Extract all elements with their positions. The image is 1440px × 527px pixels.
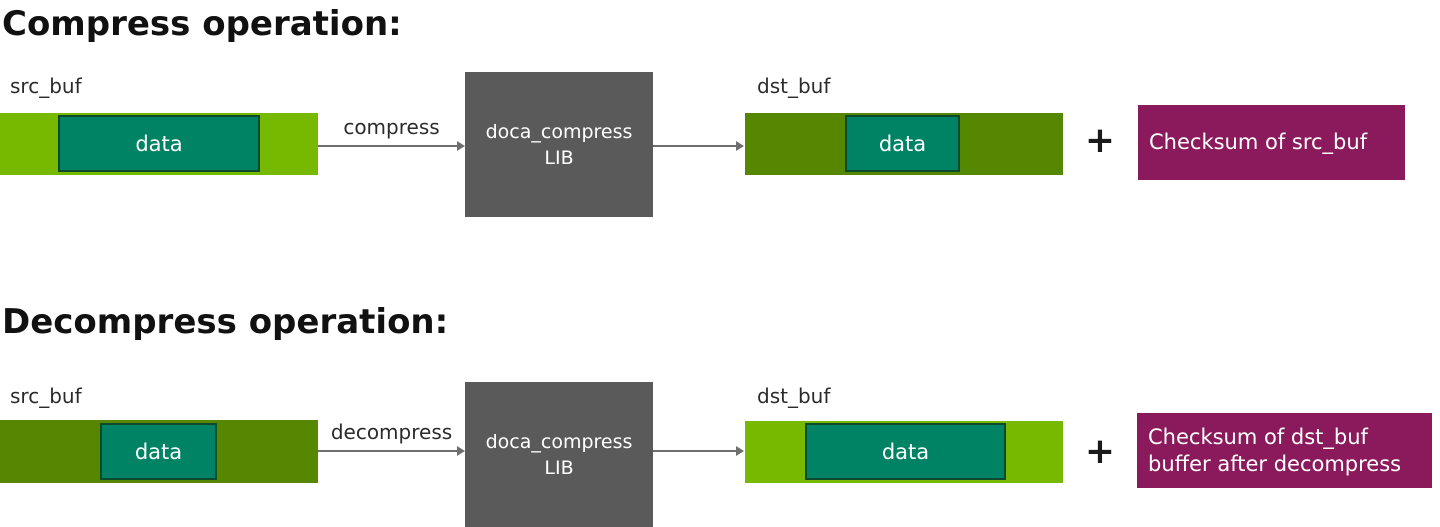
compress-dst-data-label: data: [878, 131, 927, 156]
checksum-text: Checksum of src_buf: [1149, 130, 1368, 154]
compress-src-data-box: data: [58, 115, 260, 172]
arrow-head-icon: [736, 446, 744, 456]
compress-plus-sign: +: [1084, 120, 1116, 161]
checksum-text-line2: buffer after decompress: [1148, 451, 1402, 476]
compress-src-buffer: data: [0, 113, 318, 175]
decompress-dst-buf-label: dst_buf: [757, 384, 831, 408]
compress-dst-buffer: data: [745, 113, 1063, 175]
lib-box-line1: doca_compress: [485, 430, 633, 453]
lib-box-line1: doca_compress: [485, 120, 633, 143]
decompress-lib-box: doca_compress LIB: [465, 382, 653, 527]
compress-lib-box: doca_compress LIB: [465, 72, 653, 217]
decompress-dst-data-label: data: [881, 439, 930, 464]
decompress-src-buf-label: src_buf: [10, 384, 82, 408]
decompress-src-data-box: data: [100, 423, 217, 480]
compress-dst-data-box: data: [845, 115, 960, 172]
decompress-src-buffer: data: [0, 420, 318, 483]
compress-output-arrow: [653, 140, 744, 152]
arrow-line: [318, 145, 459, 147]
lib-box-line2: LIB: [544, 146, 574, 169]
compress-checksum-box: Checksum of src_buf: [1138, 105, 1405, 180]
decompress-dst-data-box: data: [805, 423, 1006, 480]
compress-operation-label: compress: [343, 115, 440, 139]
arrow-head-icon: [736, 141, 744, 151]
decompress-src-data-label: data: [134, 439, 183, 464]
compress-src-buf-label: src_buf: [10, 74, 82, 98]
arrow-head-icon: [457, 141, 465, 151]
arrow-line: [318, 450, 459, 452]
arrow-line: [653, 450, 738, 452]
compress-section-title: Compress operation:: [2, 4, 402, 44]
decompress-operation-label: decompress: [330, 420, 453, 444]
decompress-plus-sign: +: [1084, 431, 1116, 472]
arrow-line: [653, 145, 738, 147]
decompress-section-title: Decompress operation:: [2, 302, 449, 342]
compress-input-arrow: [318, 140, 465, 152]
decompress-input-arrow: [318, 445, 465, 457]
lib-box-line2: LIB: [544, 456, 574, 479]
arrow-head-icon: [457, 446, 465, 456]
checksum-text-line1: Checksum of dst_buf: [1148, 424, 1368, 449]
compress-dst-buf-label: dst_buf: [757, 74, 831, 98]
decompress-output-arrow: [653, 445, 744, 457]
compress-src-data-label: data: [135, 131, 183, 156]
decompress-dst-buffer: data: [745, 421, 1063, 483]
decompress-checksum-box: Checksum of dst_buf buffer after decompr…: [1137, 413, 1432, 488]
